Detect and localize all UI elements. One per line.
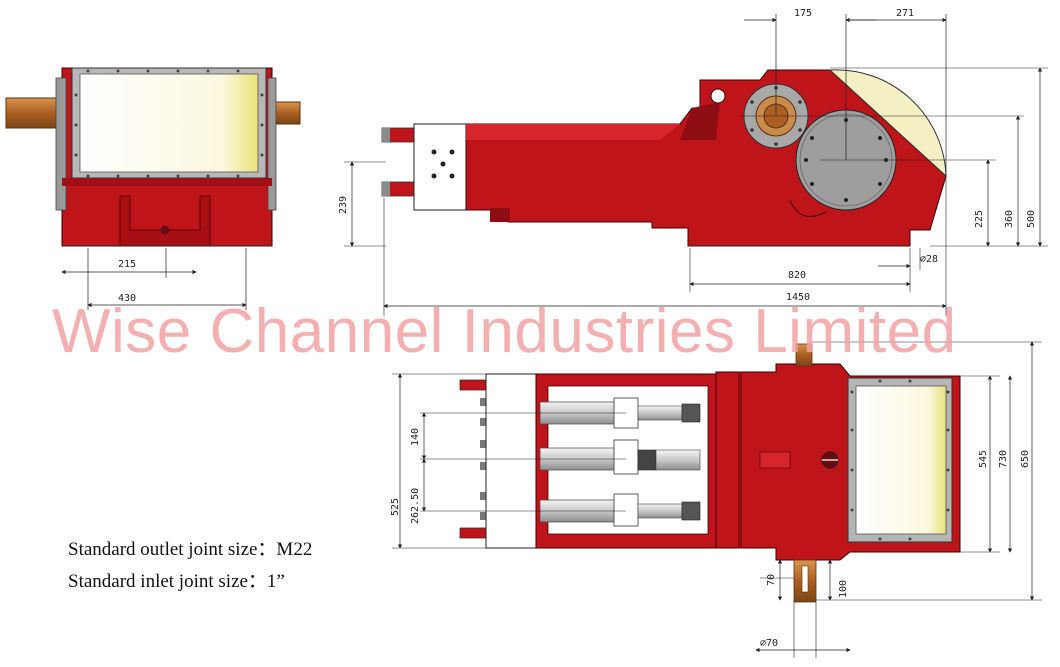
top-manifold [485, 373, 537, 549]
dim-175: 175 [794, 8, 812, 19]
front-shaft-left [5, 97, 63, 129]
dim-dia28: ∅28 [920, 254, 938, 265]
front-dimensions: 215 430 [61, 248, 247, 310]
side-manifold [413, 123, 467, 211]
dim-dia70: ∅70 [760, 638, 778, 649]
dim-262-50: 262.50 [410, 488, 421, 524]
dim-271: 271 [896, 8, 914, 19]
dim-545: 545 [978, 450, 989, 468]
outlet-joint-note: Standard outlet joint size：M22 [68, 539, 313, 560]
side-view [381, 69, 947, 247]
dim-140: 140 [410, 428, 421, 446]
top-plunger-1 [539, 397, 701, 429]
dim-730: 730 [998, 450, 1009, 468]
side-dimensions: 175 271 239 225 360 500 820 ∅28 1450 [338, 8, 1048, 316]
dim-215: 215 [118, 259, 136, 270]
side-guard [828, 69, 947, 178]
dim-1450: 1450 [786, 292, 810, 303]
dim-100: 100 [838, 580, 849, 598]
dim-525: 525 [390, 498, 401, 516]
dim-650: 650 [1020, 450, 1031, 468]
dim-70: 70 [766, 574, 777, 586]
front-view [5, 67, 301, 247]
dim-430: 430 [118, 293, 136, 304]
inlet-joint-note: Standard inlet joint size：1” [68, 571, 285, 592]
dim-500: 500 [1026, 210, 1037, 228]
dim-239: 239 [338, 196, 349, 214]
dim-360: 360 [1004, 210, 1015, 228]
top-view [459, 343, 961, 603]
top-dimensions: 525 140 262.50 545 730 650 70 100 ∅70 [390, 341, 1042, 658]
dim-820: 820 [788, 270, 806, 281]
dim-225: 225 [974, 210, 985, 228]
